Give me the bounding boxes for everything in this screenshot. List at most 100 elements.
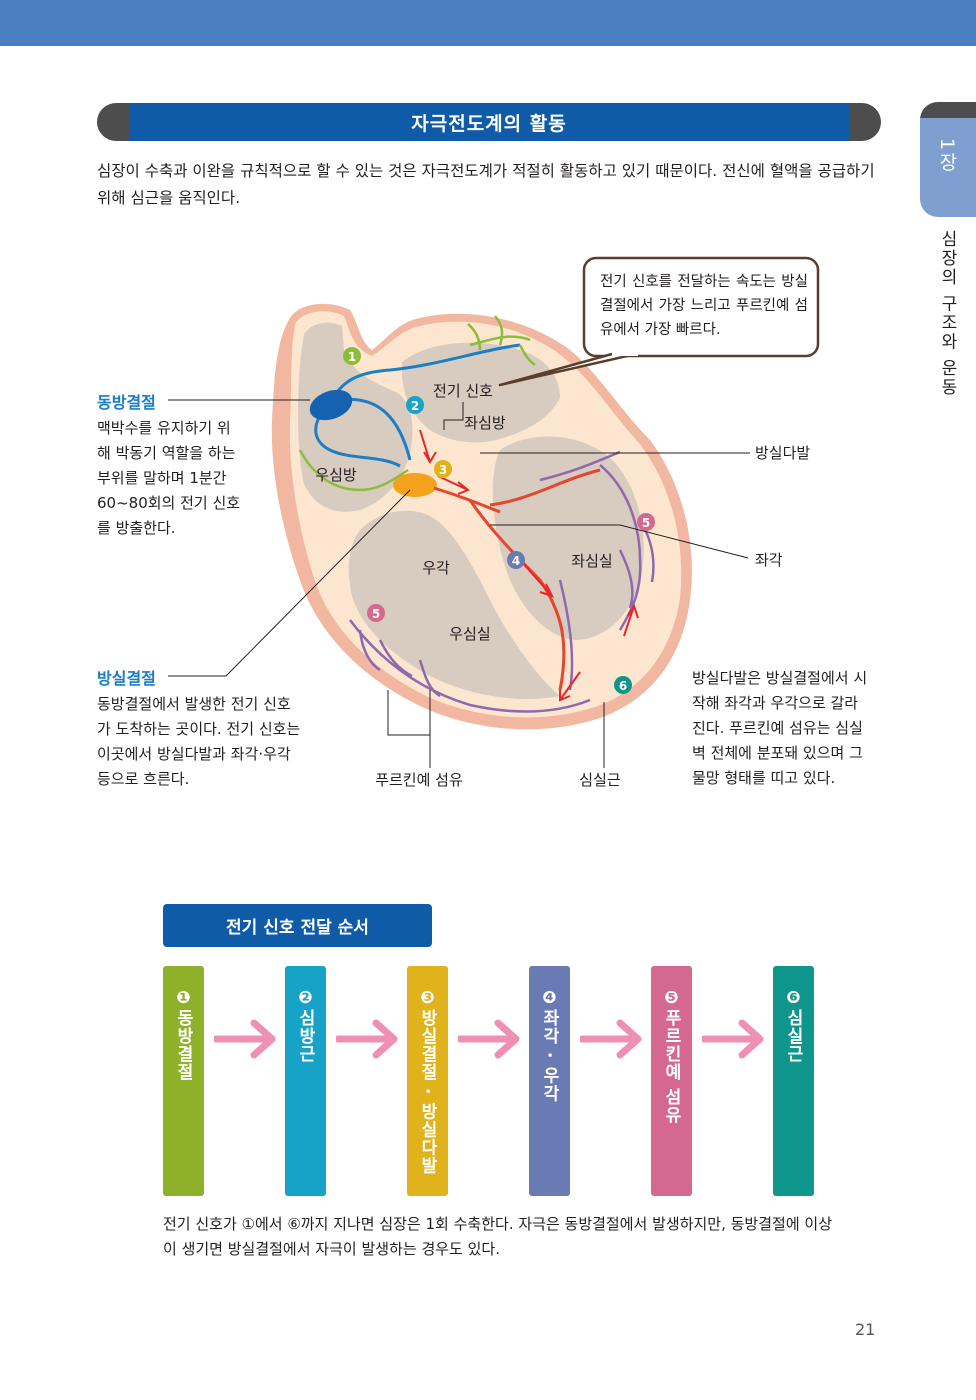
marker-1 — [343, 347, 361, 365]
sa-node-desc-line: 를 방출한다. — [97, 519, 176, 537]
step-number: ❻ — [783, 988, 804, 1009]
section-title: 자극전도계의 활동 — [129, 103, 849, 141]
sa-node-desc-line: 60~80회의 전기 신호 — [97, 494, 241, 512]
his-desc-line: 물망 형태를 띠고 있다. — [692, 769, 836, 787]
label-his-bundle: 방실다발 — [755, 444, 810, 462]
av-node-desc-line: 동방결절에서 발생한 전기 신호 — [97, 695, 291, 713]
signal-arrow-1 — [419, 429, 437, 464]
marker-5a — [637, 513, 655, 531]
label-left-bundle: 좌각 — [755, 551, 783, 569]
label-right-bundle: 우각 — [422, 559, 450, 577]
right-atrium-chamber — [298, 322, 413, 512]
his-desc-line: 벽 전체에 분포돼 있으며 그 — [692, 744, 863, 762]
step-number: ❶ — [173, 988, 194, 1009]
av-node-desc-line: 이곳에서 방실다발과 좌각·우각 — [97, 745, 291, 763]
page-number: 21 — [855, 1320, 876, 1339]
left-ventricle-chamber — [492, 436, 644, 640]
chapter-tab[interactable]: 1장 — [920, 102, 976, 217]
label-purkinje: 푸르킨예 섬유 — [375, 771, 463, 789]
flow-title: 전기 신호 전달 순서 — [163, 904, 432, 947]
step-label: 좌각 · 우각 — [539, 1009, 559, 1103]
step-number: ❺ — [661, 988, 682, 1009]
marker-5a-label: 5 — [642, 516, 650, 530]
atrial-branches — [467, 315, 536, 367]
intro-paragraph: 심장이 수축과 이완을 규칙적으로 할 수 있는 것은 자극전도계가 적절히 활… — [97, 162, 875, 207]
marker-2 — [406, 396, 424, 414]
av-node-desc-line: 가 도착하는 곳이다. 전기 신호는 — [97, 720, 301, 738]
step-number: ❹ — [539, 988, 560, 1009]
step-label: 동방결절 — [173, 1009, 193, 1081]
heart-conduction-diagram: 1 2 3 4 5 5 6 전기 신호 좌심방 우심방 우각 좌심실 우심실 방… — [168, 256, 820, 789]
purkinje-fibers-left — [539, 450, 655, 691]
av-node — [393, 473, 437, 497]
label-signal: 전기 신호 — [433, 382, 493, 400]
leader-av-node — [168, 489, 411, 677]
label-right-atrium: 우심방 — [315, 466, 357, 484]
leader-purkinje — [387, 690, 431, 768]
marker-5b — [367, 604, 385, 622]
step-number: ❷ — [295, 988, 316, 1009]
step-label: 심방근 — [295, 1009, 315, 1063]
sa-node-desc-line: 해 박동기 역할을 하는 — [97, 444, 236, 462]
flow-arrow-icon — [580, 1019, 642, 1059]
purkinje-fibers-right — [349, 619, 591, 713]
chapter-tab-top — [920, 102, 976, 118]
callout-bubble — [582, 256, 820, 358]
footnote: 전기 신호가 ①에서 ⑥까지 지나면 심장은 1회 수축한다. 자극은 동방결절… — [163, 1215, 832, 1258]
flow-arrow-icon — [458, 1019, 520, 1059]
his-bundle — [433, 486, 501, 514]
step-label: 심실근 — [783, 1009, 803, 1063]
marker-2-label: 2 — [411, 399, 419, 413]
label-myocardium: 심실근 — [579, 771, 621, 789]
marker-3-label: 3 — [439, 463, 447, 477]
sa-node-title: 동방결절 — [97, 393, 156, 412]
left-atrium-chamber — [401, 342, 560, 443]
marker-6-label: 6 — [619, 679, 627, 693]
av-node-desc: 동방결절에서 발생한 전기 신호 가 도착하는 곳이다. 전기 신호는 이곳에서… — [97, 692, 312, 792]
label-right-ventricle: 우심실 — [449, 625, 490, 643]
sa-node-desc: 맥박수를 유지하기 위 해 박동기 역할을 하는 부위를 말하며 1분간 60~… — [97, 416, 257, 541]
chapter-title: 심장의 구조와 운동 — [937, 230, 957, 397]
sa-node-desc-line: 맥박수를 유지하기 위 — [97, 419, 231, 437]
callout-text: 전기 신호를 전달하는 속도는 방실결절에서 가장 느리고 푸르킨예 섬유에서 … — [600, 274, 808, 338]
marker-5b-label: 5 — [372, 607, 380, 621]
his-desc-line: 방실다발은 방실결절에서 시 — [692, 669, 868, 687]
step-number: ❸ — [417, 988, 438, 1009]
sa-node-desc-line: 부위를 말하며 1분간 — [97, 469, 227, 487]
marker-4-label: 4 — [512, 554, 520, 568]
marker-3 — [434, 460, 452, 478]
bundle-branches — [468, 468, 601, 691]
section-title-bar: 자극전도계의 활동 — [97, 103, 881, 141]
his-bundle-desc: 방실다발은 방실결절에서 시 작해 좌각과 우각으로 갈라 진다. 푸르킨예 섬… — [692, 666, 887, 791]
sa-node — [309, 389, 353, 421]
chapter-number: 1장 — [936, 138, 958, 174]
label-left-ventricle: 좌심실 — [571, 552, 612, 570]
marker-4 — [507, 551, 525, 569]
av-node-title: 방실결절 — [97, 669, 156, 688]
marker-1-label: 1 — [348, 350, 356, 364]
marker-6 — [614, 676, 632, 694]
signal-arrow-2 — [437, 475, 470, 495]
signal-arrow-4 — [559, 671, 581, 702]
step-label: 방실결절 · 방실다발 — [417, 1009, 437, 1175]
right-ventricle-chamber — [348, 510, 560, 700]
green-pathway — [298, 449, 409, 492]
flow-arrow-icon — [702, 1019, 764, 1059]
label-left-atrium: 좌심방 — [464, 414, 506, 432]
flow-arrow-icon — [214, 1019, 276, 1059]
his-desc-line: 진다. 푸르킨예 섬유는 심실 — [692, 719, 863, 737]
av-node-desc-line: 등으로 흐른다. — [97, 770, 190, 788]
leader-signal — [443, 402, 464, 430]
signal-arrow-3 — [519, 559, 554, 598]
flow-arrow-icon — [336, 1019, 398, 1059]
his-desc-line: 작해 좌각과 우각으로 갈라 — [692, 694, 859, 712]
callout-pointer — [498, 352, 637, 387]
step-label: 푸르킨예 섬유 — [661, 1009, 681, 1124]
signal-arrow-5 — [623, 603, 639, 637]
